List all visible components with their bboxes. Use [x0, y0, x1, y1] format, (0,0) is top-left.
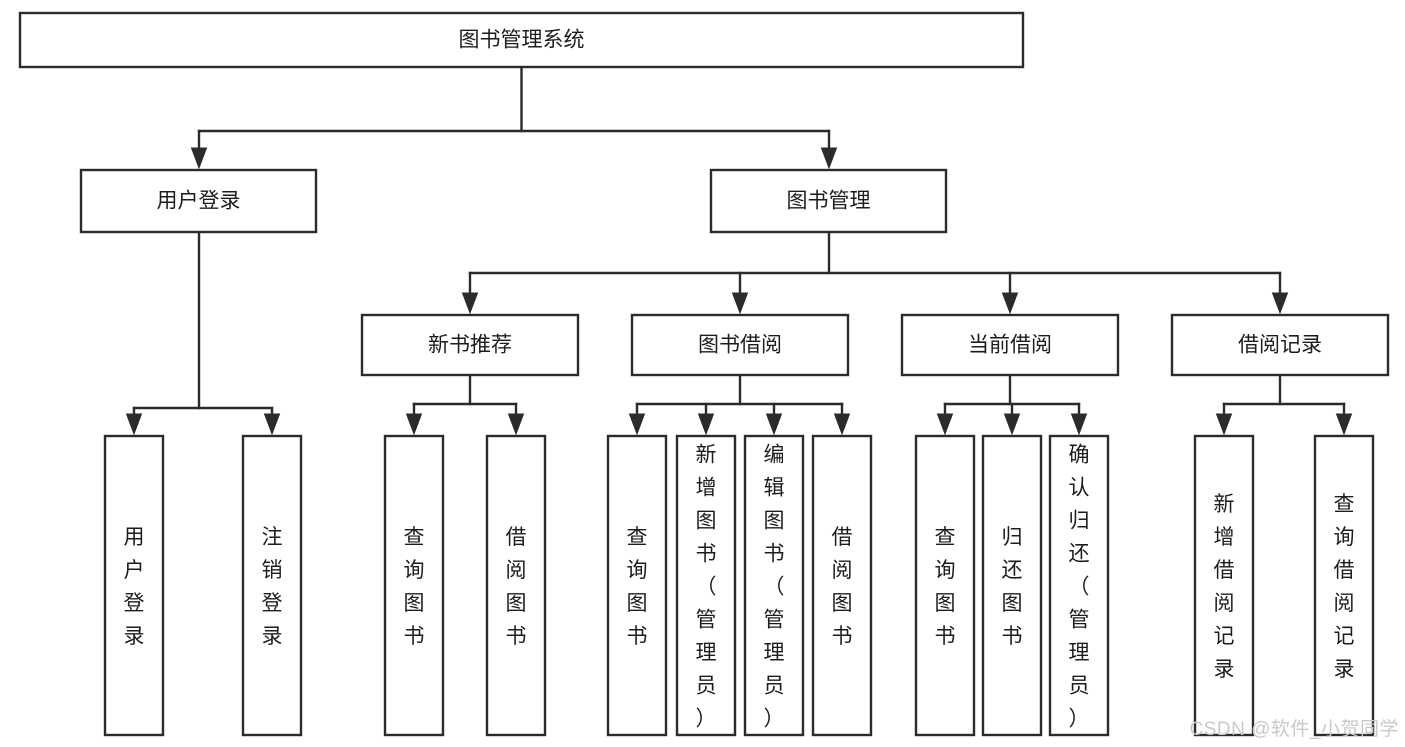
- node-label-leaf-add-borrow-record: 新增借阅记录: [1214, 493, 1235, 681]
- node-leaf-add-book-admin[interactable]: 新增图书（管理员）: [675, 434, 737, 737]
- node-label-leaf-borrow-book-recommend: 借阅图书: [506, 526, 527, 648]
- node-new-book-recommend[interactable]: 新书推荐: [360, 313, 580, 377]
- node-leaf-user-login[interactable]: 用户登录: [103, 434, 165, 737]
- node-label-leaf-user-login: 用户登录: [124, 526, 145, 648]
- node-box-leaf-borrow-book[interactable]: [811, 434, 873, 737]
- node-user-login[interactable]: 用户登录: [79, 168, 318, 234]
- node-label-leaf-query-book-recommend: 查询图书: [404, 526, 425, 648]
- node-label-leaf-borrow-book: 借阅图书: [832, 526, 853, 648]
- node-box-leaf-edit-book-admin[interactable]: [743, 434, 805, 737]
- node-box-leaf-add-book-admin[interactable]: [675, 434, 737, 737]
- node-leaf-query-book-borrow[interactable]: 查询图书: [606, 434, 668, 737]
- node-box-new-book-recommend[interactable]: [360, 313, 580, 377]
- arrowhead-icon: [765, 413, 783, 436]
- arrowhead-icon: [1215, 413, 1233, 436]
- node-box-book-management[interactable]: [709, 168, 948, 234]
- node-label-leaf-query-borrow-record: 查询借阅记录: [1334, 493, 1355, 681]
- arrowhead-icon: [190, 147, 208, 170]
- arrowhead-icon: [507, 413, 525, 436]
- arrowhead-icon: [1070, 413, 1088, 436]
- node-layer: 图书管理系统用户登录图书管理新书推荐图书借阅当前借阅借阅记录用户登录注销登录查询…: [18, 11, 1390, 737]
- node-label-leaf-query-book-current: 查询图书: [935, 526, 956, 648]
- node-box-current-borrow[interactable]: [900, 313, 1120, 377]
- node-book-borrow[interactable]: 图书借阅: [630, 313, 850, 377]
- node-box-leaf-borrow-book-recommend[interactable]: [485, 434, 547, 737]
- node-book-management[interactable]: 图书管理: [709, 168, 948, 234]
- arrowhead-icon: [125, 413, 143, 436]
- node-label-leaf-return-book: 归还图书: [1002, 526, 1023, 648]
- node-box-leaf-query-book-current[interactable]: [914, 434, 976, 737]
- node-label-leaf-query-book-borrow: 查询图书: [627, 526, 648, 648]
- node-current-borrow[interactable]: 当前借阅: [900, 313, 1120, 377]
- node-box-leaf-return-book[interactable]: [981, 434, 1043, 737]
- node-leaf-return-book[interactable]: 归还图书: [981, 434, 1043, 737]
- node-box-leaf-query-book-borrow[interactable]: [606, 434, 668, 737]
- arrowhead-icon: [936, 413, 954, 436]
- arrowhead-icon: [1001, 292, 1019, 315]
- node-box-leaf-query-borrow-record[interactable]: [1313, 434, 1375, 737]
- node-root[interactable]: 图书管理系统: [18, 11, 1025, 69]
- csdn-watermark: CSDN @软件_小贺同学: [1189, 719, 1399, 740]
- node-label-leaf-add-book-admin: 新增图书（管理员）: [696, 443, 717, 730]
- node-box-root[interactable]: [18, 11, 1025, 69]
- node-box-leaf-confirm-return-admin[interactable]: [1048, 434, 1110, 737]
- node-leaf-borrow-book[interactable]: 借阅图书: [811, 434, 873, 737]
- node-box-borrow-record[interactable]: [1170, 313, 1390, 377]
- node-leaf-query-book-current[interactable]: 查询图书: [914, 434, 976, 737]
- node-leaf-borrow-book-recommend[interactable]: 借阅图书: [485, 434, 547, 737]
- node-label-current-borrow: 当前借阅: [968, 334, 1052, 357]
- node-label-book-borrow: 图书借阅: [698, 334, 782, 357]
- node-box-leaf-user-login[interactable]: [103, 434, 165, 737]
- node-label-user-login: 用户登录: [157, 190, 241, 213]
- node-box-leaf-query-book-recommend[interactable]: [383, 434, 445, 737]
- arrowhead-icon: [461, 292, 479, 315]
- arrowhead-icon: [820, 147, 838, 170]
- arrowhead-icon: [731, 292, 749, 315]
- arrowhead-icon: [697, 413, 715, 436]
- node-leaf-edit-book-admin[interactable]: 编辑图书（管理员）: [743, 434, 805, 737]
- node-label-leaf-logout-login: 注销登录: [262, 526, 283, 648]
- arrowhead-icon: [1271, 292, 1289, 315]
- arrowhead-icon: [1335, 413, 1353, 436]
- node-leaf-query-borrow-record[interactable]: 查询借阅记录: [1313, 434, 1375, 737]
- arrowhead-layer: [125, 147, 1353, 436]
- node-label-leaf-confirm-return-admin: 确认归还（管理员）: [1069, 443, 1090, 730]
- arrowhead-icon: [628, 413, 646, 436]
- node-leaf-query-book-recommend[interactable]: 查询图书: [383, 434, 445, 737]
- node-label-borrow-record: 借阅记录: [1238, 334, 1322, 357]
- node-box-leaf-add-borrow-record[interactable]: [1193, 434, 1255, 737]
- node-leaf-confirm-return-admin[interactable]: 确认归还（管理员）: [1048, 434, 1110, 737]
- node-label-book-management: 图书管理: [787, 190, 871, 213]
- node-box-user-login[interactable]: [79, 168, 318, 234]
- node-label-root: 图书管理系统: [459, 29, 585, 52]
- arrowhead-icon: [263, 413, 281, 436]
- node-box-leaf-logout-login[interactable]: [241, 434, 303, 737]
- node-borrow-record[interactable]: 借阅记录: [1170, 313, 1390, 377]
- node-label-new-book-recommend: 新书推荐: [428, 334, 512, 357]
- arrowhead-icon: [405, 413, 423, 436]
- node-label-leaf-edit-book-admin: 编辑图书（管理员）: [764, 443, 785, 730]
- node-leaf-logout-login[interactable]: 注销登录: [241, 434, 303, 737]
- arrowhead-icon: [1003, 413, 1021, 436]
- node-box-book-borrow[interactable]: [630, 313, 850, 377]
- node-leaf-add-borrow-record[interactable]: 新增借阅记录: [1193, 434, 1255, 737]
- arrowhead-icon: [833, 413, 851, 436]
